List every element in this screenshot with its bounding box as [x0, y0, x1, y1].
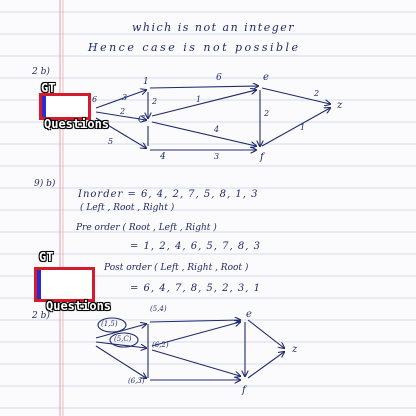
question-box-left-edge — [37, 270, 41, 299]
edge-c-f — [151, 121, 256, 146]
node-top-4: 4 — [160, 152, 166, 162]
question-label-2b-second: 2 b) — [32, 311, 50, 321]
edge-label-2b: 2 — [120, 107, 126, 116]
node-bottom-z: z — [292, 344, 298, 355]
node-top-6: 6 — [216, 73, 222, 83]
inorder-sub: ( Left , Root , Right ) — [80, 203, 175, 213]
edge-a-1 — [95, 90, 146, 109]
edge-e-z — [261, 87, 330, 104]
edge-label-2d: 2 — [314, 89, 320, 98]
node-bottom-e: e — [246, 309, 252, 320]
node-top-c: C — [138, 115, 145, 125]
edge-label-5: 5 — [108, 137, 114, 146]
preorder-title: Pre order ( Root , Left , Right ) — [76, 223, 217, 233]
question-box-left-edge — [42, 96, 46, 117]
gt-label: GT — [39, 250, 54, 264]
node-circle-b — [109, 332, 139, 348]
node-top-f: f — [260, 152, 264, 163]
node-circle-a — [97, 317, 127, 333]
node-bottom-15: (1,5) — [101, 320, 118, 328]
edge-b-10 — [247, 319, 284, 348]
note-line-1: which is not an integer — [132, 21, 296, 34]
question-label-9b: 9) b) — [34, 179, 56, 189]
edge-b-5 — [149, 320, 240, 322]
edge-label-4: 4 — [214, 125, 220, 134]
edge-f-z — [261, 108, 330, 147]
edge-b-3 — [95, 345, 146, 378]
gt-label: GT — [41, 81, 56, 95]
edge-label-1: 1 — [196, 95, 202, 104]
node-top-1: 1 — [143, 77, 149, 87]
node-bottom-54: (5,4) — [150, 305, 167, 313]
questions-label: Questions — [46, 299, 112, 313]
questions-label: Questions — [44, 117, 110, 131]
edge-b-6 — [151, 322, 240, 347]
node-top-e: e — [263, 72, 269, 83]
edge-label-1b: 1 — [300, 123, 306, 132]
inorder-line: Inorder = 6, 4, 2, 7, 5, 8, 1, 3 — [78, 189, 259, 200]
edge-a-c — [95, 111, 146, 120]
edge-b-11 — [247, 352, 284, 379]
node-bottom-5c: (5,C) — [114, 335, 132, 343]
edge-label-2a: 2 — [152, 97, 158, 106]
node-bottom-63: (6,3) — [128, 377, 145, 385]
edge-label-2c: 2 — [264, 109, 270, 118]
question-box[interactable] — [39, 93, 91, 120]
node-bottom-f: f — [242, 385, 246, 396]
edge-label-3: 3 — [122, 93, 128, 102]
note-line-2: Hence case is not possible — [88, 41, 301, 54]
preorder-value: = 1, 2, 4, 6, 5, 7, 8, 3 — [130, 241, 261, 252]
edge-c-e — [151, 90, 256, 117]
question-box[interactable] — [34, 267, 95, 302]
postorder-title: Post order ( Left , Right , Root ) — [104, 263, 249, 273]
edge-1-e — [149, 86, 258, 88]
node-top-z: z — [337, 100, 343, 111]
postorder-value: = 6, 4, 7, 8, 5, 2, 3, 1 — [130, 283, 261, 294]
edge-label-3b: 3 — [214, 152, 220, 161]
edge-label-6: 6 — [92, 95, 98, 104]
node-bottom-62: (6,2) — [152, 341, 169, 349]
edge-b-2 — [95, 341, 146, 348]
question-label-2b: 2 b) — [32, 67, 50, 77]
edge-a-4 — [95, 117, 146, 148]
edge-b-7 — [151, 349, 240, 376]
edge-b-1 — [95, 324, 146, 339]
